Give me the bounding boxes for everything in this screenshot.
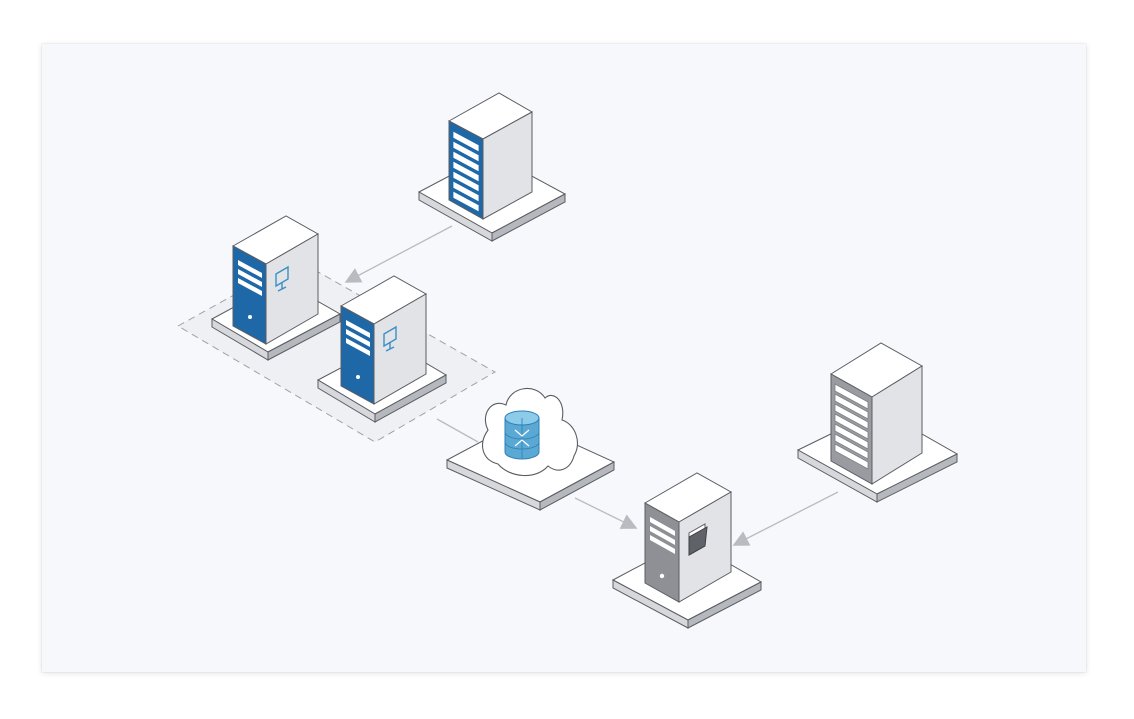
rack-slots xyxy=(452,130,480,213)
file-server xyxy=(611,472,763,629)
diagram-canvas xyxy=(42,44,1086,672)
rack-server-top xyxy=(417,92,567,242)
tower-server-1 xyxy=(210,215,342,361)
database-icon xyxy=(504,410,540,460)
cloud-database xyxy=(445,388,616,511)
rack-server-right xyxy=(796,342,959,503)
connectors xyxy=(344,225,839,546)
rack-slots xyxy=(834,383,869,470)
edge-rack-to-tower xyxy=(344,225,453,283)
edge-rack-right-to-file-server xyxy=(732,491,839,546)
tower-server-cluster-group xyxy=(176,259,497,443)
tower-server-2 xyxy=(316,275,448,423)
edge-tower-to-cloud xyxy=(436,418,479,443)
monitor-icon xyxy=(275,265,289,292)
monitor-icon xyxy=(383,325,397,352)
folder-icon xyxy=(688,523,708,556)
edge-cloud-to-file-server xyxy=(574,497,638,529)
